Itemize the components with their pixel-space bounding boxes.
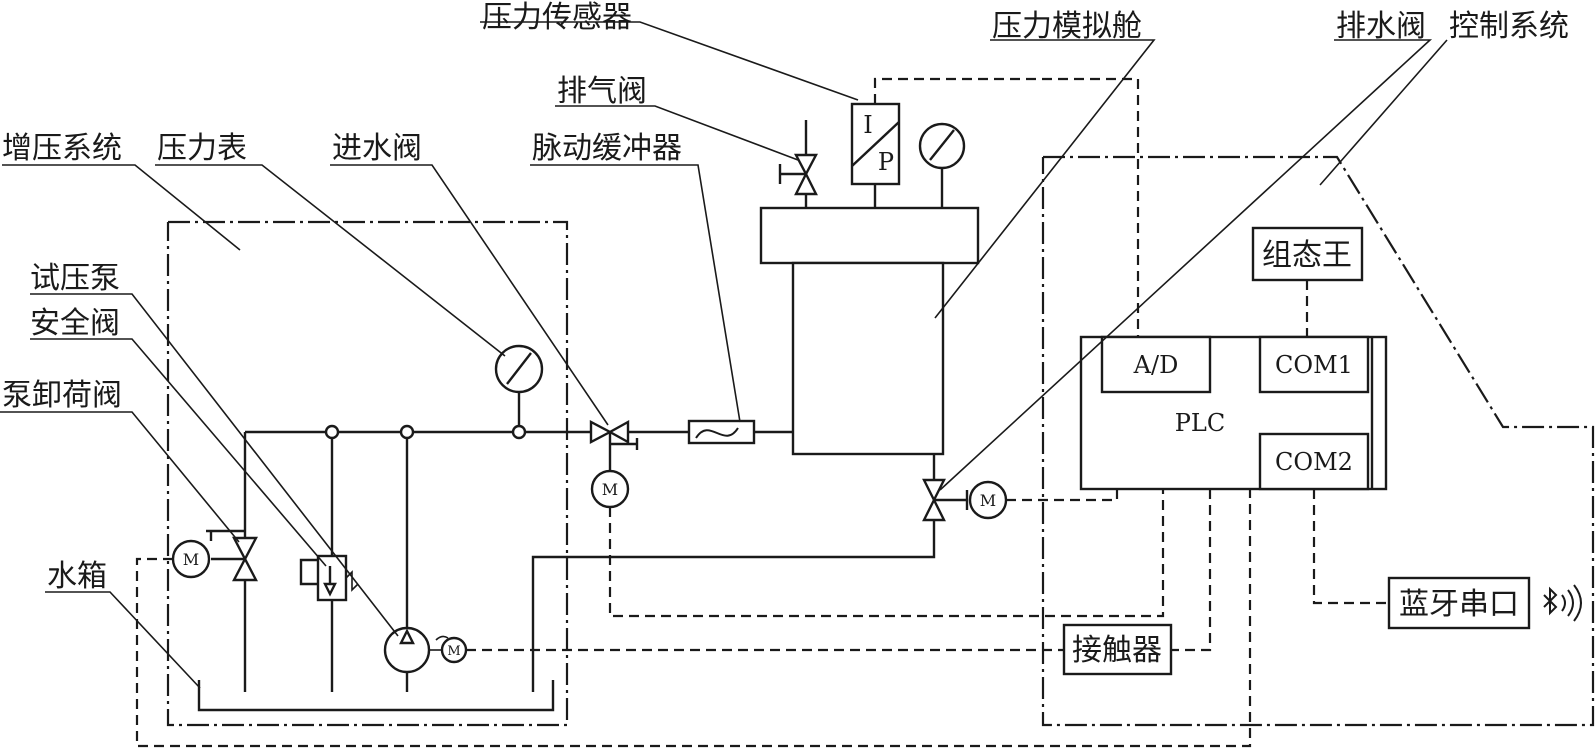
bluetooth-serial-block [1387,576,1531,630]
junction [399,424,415,440]
unload-valve-icon [206,529,258,582]
water-tank [197,680,555,712]
com1-label: COM1 [1275,351,1353,379]
svg-text:M: M [447,644,460,659]
bluetooth-icon [1543,584,1582,622]
svg-text:M: M [602,480,618,499]
junction [324,424,340,440]
junction [511,424,527,440]
drain-motor-signal [1006,489,1119,502]
pressure-sensor-icon: I P [850,102,901,186]
label-boost-system: 增压系统 [2,131,122,166]
safety-valve-icon [299,554,359,602]
unload-valve-motor-icon: M [171,539,211,579]
inlet-valve-icon [589,419,639,470]
contactor-label: 接触器 [1072,633,1162,668]
label-safety-valve: 安全阀 [30,306,120,341]
pressure-chamber [791,261,945,456]
ad-module [1100,335,1212,394]
leader-unload-valve [0,411,240,543]
com2-label: COM2 [1275,448,1353,476]
label-water-tank: 水箱 [47,559,107,594]
leader-pressure-sensor [480,21,859,101]
label-control-system: 控制系统 [1449,9,1569,44]
kingview-label: 组态王 [1262,238,1352,273]
chamber-gauge-icon [918,122,966,170]
svg-text:M: M [183,550,199,569]
leader-pressure-gauge [155,164,506,357]
bluetooth-serial-label: 蓝牙串口 [1399,587,1519,622]
com2-port [1258,432,1370,491]
inlet-valve-motor-icon: M [590,469,630,509]
svg-text:P: P [878,148,894,176]
unload-motor-signal [135,489,1252,748]
control-system-frame [1041,155,1595,727]
ad-label: A/D [1133,351,1179,379]
chamber-lid [759,206,980,265]
leader-exhaust-valve [555,105,799,161]
test-pump-icon [383,626,431,674]
contactor-signal [1171,489,1212,652]
kingview-block [1251,226,1364,282]
label-drain-valve: 排水阀 [1336,9,1426,44]
plc-label: PLC [1175,409,1225,437]
drain-valve-motor-icon: M [968,480,1008,520]
drain-valve-icon [922,478,969,522]
sensor-signal-line [873,77,1140,337]
label-test-pump: 试压泵 [30,261,120,296]
leader-drain-valve [939,39,1433,491]
leader-pulse-buffer [530,164,741,423]
svg-text:M: M [980,491,996,510]
com1-port [1258,335,1370,394]
drain-return-pipe [531,520,936,692]
label-pressure-chamber: 压力模拟舱 [992,9,1142,44]
label-pressure-gauge: 压力表 [157,131,247,166]
inlet-motor-signal [608,489,1165,618]
label-exhaust-valve: 排气阀 [557,74,647,109]
label-unload-valve: 泵卸荷阀 [2,378,122,413]
svg-text:I: I [863,111,872,139]
label-inlet-valve: 进水阀 [332,131,422,166]
leader-pressure-chamber [934,39,1156,319]
leader-safety-valve [30,338,327,567]
leader-test-pump [30,293,399,637]
test-pump-motor-icon: M [440,636,468,664]
pulse-buffer-icon [687,419,756,445]
leader-control-system [1319,39,1448,186]
exhaust-valve-icon [778,120,818,196]
coupling [435,635,449,641]
leader-water-tank [45,591,201,689]
pressure-gauge-icon [494,344,544,394]
com2-link [1312,489,1389,605]
boost-system-frame [166,220,569,727]
leader-inlet-valve [330,164,609,426]
label-pressure-sensor: 压力传感器 [482,0,632,35]
label-pulse-buffer: 脉动缓冲器 [532,131,682,166]
leader-boost-system [2,164,241,251]
